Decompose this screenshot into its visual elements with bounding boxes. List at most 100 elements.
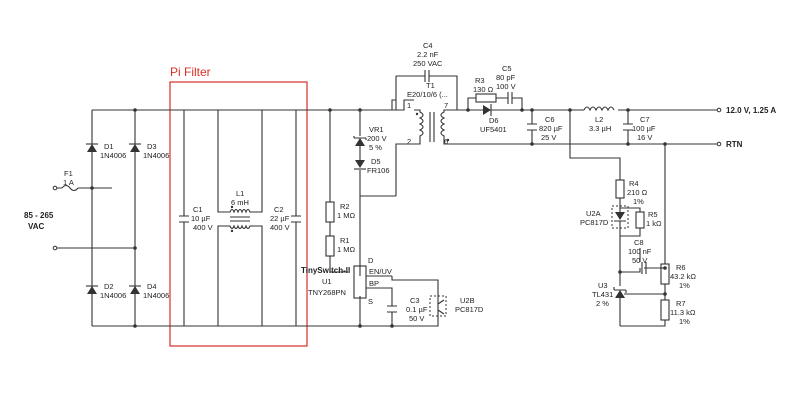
- t1-pin1-wire: [396, 99, 414, 111]
- resistor-r5-symbol: [635, 211, 645, 229]
- resistor-r2-symbol: [325, 201, 335, 223]
- resistor-r1-symbol: [325, 235, 335, 257]
- startup-resistors: R2 1 MΩ R1 1 MΩ: [325, 108, 356, 273]
- input-section: 85 - 265 VAC F1 1 A: [24, 169, 135, 251]
- u1-family: TinySwitch-II: [301, 266, 350, 275]
- vr1-value: 200 V: [367, 134, 387, 143]
- u2b-ref: U2B: [460, 296, 475, 305]
- capacitor-c8-symbol: [641, 262, 647, 274]
- t1-pin6: 6: [444, 137, 448, 146]
- vout-label: 12.0 V, 1.25 A: [726, 106, 776, 115]
- junction-dot: [663, 292, 667, 296]
- r6-value: 43.2 kΩ: [670, 272, 696, 281]
- c7-value: 100 µF: [632, 124, 656, 133]
- r7-ref: R7: [676, 299, 686, 308]
- inductor-l1-core: [230, 216, 250, 222]
- t1-pin1: 1: [407, 101, 411, 110]
- inductor-l1-phase-dot: [230, 205, 234, 209]
- capacitor-c6-symbol: [527, 110, 537, 144]
- capacitor-c6-group: C6 820 µF 25 V: [527, 108, 563, 146]
- resistor-r4-symbol: [615, 179, 625, 199]
- t1-primary-winding: [395, 109, 424, 196]
- pi-filter-box: [169, 81, 308, 347]
- junction-dot: [90, 186, 94, 190]
- junction-dot: [530, 108, 534, 112]
- c3-value: 0.1 µF: [406, 305, 428, 314]
- c3-rating: 50 V: [409, 314, 424, 323]
- pi-filter-label: Pi Filter: [170, 65, 211, 79]
- c4-rating: 250 VAC: [413, 59, 443, 68]
- clamp-wire: [359, 110, 396, 197]
- l2-ref: L2: [595, 115, 603, 124]
- diode-d3-symbol: [130, 144, 140, 152]
- vout-terminal: [716, 107, 722, 113]
- junction-dot: [520, 108, 524, 112]
- t1-pin7: 7: [444, 101, 448, 110]
- d3-ref: D3: [147, 142, 157, 151]
- c8-wires: [619, 236, 665, 273]
- u2a-top-wire: [619, 198, 641, 212]
- r3-value: 130 Ω: [473, 85, 494, 94]
- c1-rating: 400 V: [193, 223, 213, 232]
- r4-tol: 1%: [633, 197, 644, 206]
- input-terminal-bottom: [52, 245, 58, 251]
- input-label-2: VAC: [28, 222, 45, 231]
- u2b-transistor: [437, 299, 445, 315]
- r6-tol: 1%: [679, 281, 690, 290]
- d2-value: 1N4006: [100, 291, 126, 300]
- d2-ref: D2: [104, 282, 114, 291]
- input-terminal-top: [52, 185, 58, 191]
- u3-ref: U3: [598, 281, 608, 290]
- capacitor-c5-symbol: [507, 92, 513, 104]
- l1-ref: L1: [236, 189, 244, 198]
- c5-ref: C5: [502, 64, 512, 73]
- r4-ref: R4: [629, 179, 639, 188]
- r2-ref: R2: [340, 202, 350, 211]
- t1-phase-dot: [446, 138, 450, 142]
- rtn-label: RTN: [726, 140, 743, 149]
- r5-value: 1 kΩ: [646, 219, 662, 228]
- d4-value: 1N4006: [143, 291, 169, 300]
- t1-secondary-winding: [440, 109, 457, 145]
- l2-value: 3.3 µH: [589, 124, 611, 133]
- resistor-r6-symbol: [660, 263, 670, 285]
- u2b-wires: [391, 276, 439, 327]
- d3-value: 1N4006: [143, 151, 169, 160]
- t1-ref: T1: [426, 81, 435, 90]
- junction-dot: [133, 324, 137, 328]
- d1-ref: D1: [104, 142, 114, 151]
- t1-core: [429, 112, 435, 142]
- inductor-l1-phase-dot: [230, 229, 234, 233]
- diode-d2-symbol: [87, 286, 97, 294]
- u3-part: TL431: [592, 290, 613, 299]
- c2-rating: 400 V: [270, 223, 290, 232]
- junction-dot: [358, 108, 362, 112]
- c5-rating: 100 V: [496, 82, 516, 91]
- c8-value: 100 nF: [628, 247, 652, 256]
- u1-pin-wires: [366, 275, 393, 296]
- capacitor-c7-group: C7 100 µF 16 V: [623, 108, 656, 146]
- u2a-ref: U2A: [586, 209, 601, 218]
- t1-phase-dot: [415, 112, 419, 116]
- d6-value: UF5401: [480, 125, 507, 134]
- resistor-r3-symbol: [475, 93, 497, 103]
- pi-filter-parts: C1 10 µF 400 V L1 6 mH C2 22 µF 400 V: [179, 110, 301, 326]
- capacitor-c3-symbol: [387, 296, 397, 326]
- c7-ref: C7: [640, 115, 650, 124]
- c6-value: 820 µF: [539, 124, 563, 133]
- capacitor-c3-group: C3 0.1 µF 50 V: [387, 296, 428, 328]
- transformer-t1: C4 2.2 nF 250 VAC T1 E20/10/6 (... 1 2 7…: [395, 41, 458, 196]
- f1-value: 1 A: [63, 178, 74, 187]
- d5-ref: D5: [371, 157, 381, 166]
- junction-dot: [626, 108, 630, 112]
- zener-vr1-symbol: [355, 138, 365, 146]
- junction-dot: [133, 246, 137, 250]
- u3-tol: 2 %: [596, 299, 609, 308]
- c6-ref: C6: [545, 115, 555, 124]
- input-label-1: 85 - 265: [24, 211, 54, 220]
- t1-value: E20/10/6 (...: [407, 90, 448, 99]
- c7-rating: 16 V: [637, 133, 652, 142]
- junction-dot: [133, 108, 137, 112]
- u1-body: [353, 265, 367, 299]
- r6-ref: R6: [676, 263, 686, 272]
